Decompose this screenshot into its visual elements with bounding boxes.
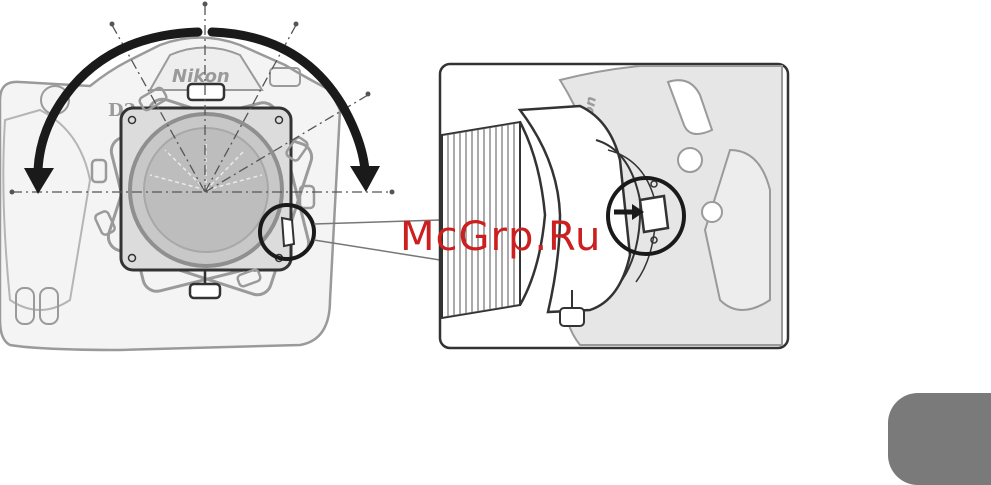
rotation-arrowhead-right (350, 166, 380, 192)
detail-release-lever (640, 196, 668, 232)
detail-view: on (440, 64, 788, 348)
detail-shift-knob (560, 308, 584, 326)
release-lever (282, 218, 294, 246)
tilt-knob-top (188, 84, 224, 100)
page-section-tab (888, 393, 991, 485)
camera-front-view: Nikon D3 (0, 2, 395, 351)
shift-knob-bottom (190, 284, 220, 298)
detail-button (678, 148, 702, 172)
detail-button (702, 202, 722, 222)
